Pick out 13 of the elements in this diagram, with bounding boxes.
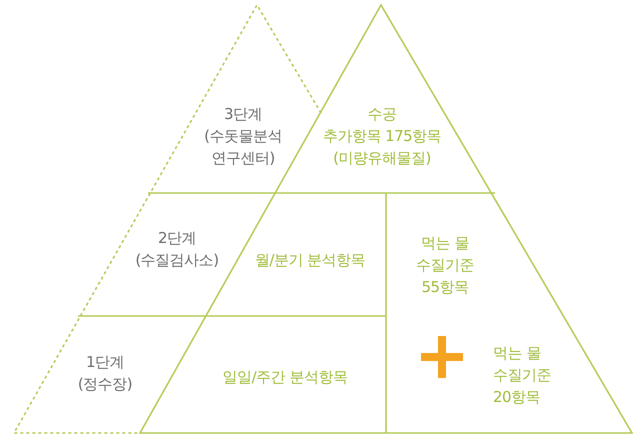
stage-label: (정수장) [76,374,134,395]
stage-label: 수공 [366,104,398,125]
stage-label: 2단계 [156,228,198,249]
stage-label: 1단계 [84,352,126,373]
stage-label: 3단계 [222,104,264,125]
stage-label: (미량유해물질) [332,148,432,169]
stage-label: 먹는 물 수질기준 55항목 [415,233,475,298]
stage-label: 추가항목 175항목 [322,126,442,147]
stage-label: (수질검사소) [134,250,220,271]
stage-label: 먹는 물 수질기준 20항목 [493,343,552,408]
stage-label: 일일/주간 분석항목 [222,367,348,388]
stage-label: (수돗물분석 연구센터) [203,126,283,169]
stage-label: 월/분기 분석항목 [254,250,366,271]
